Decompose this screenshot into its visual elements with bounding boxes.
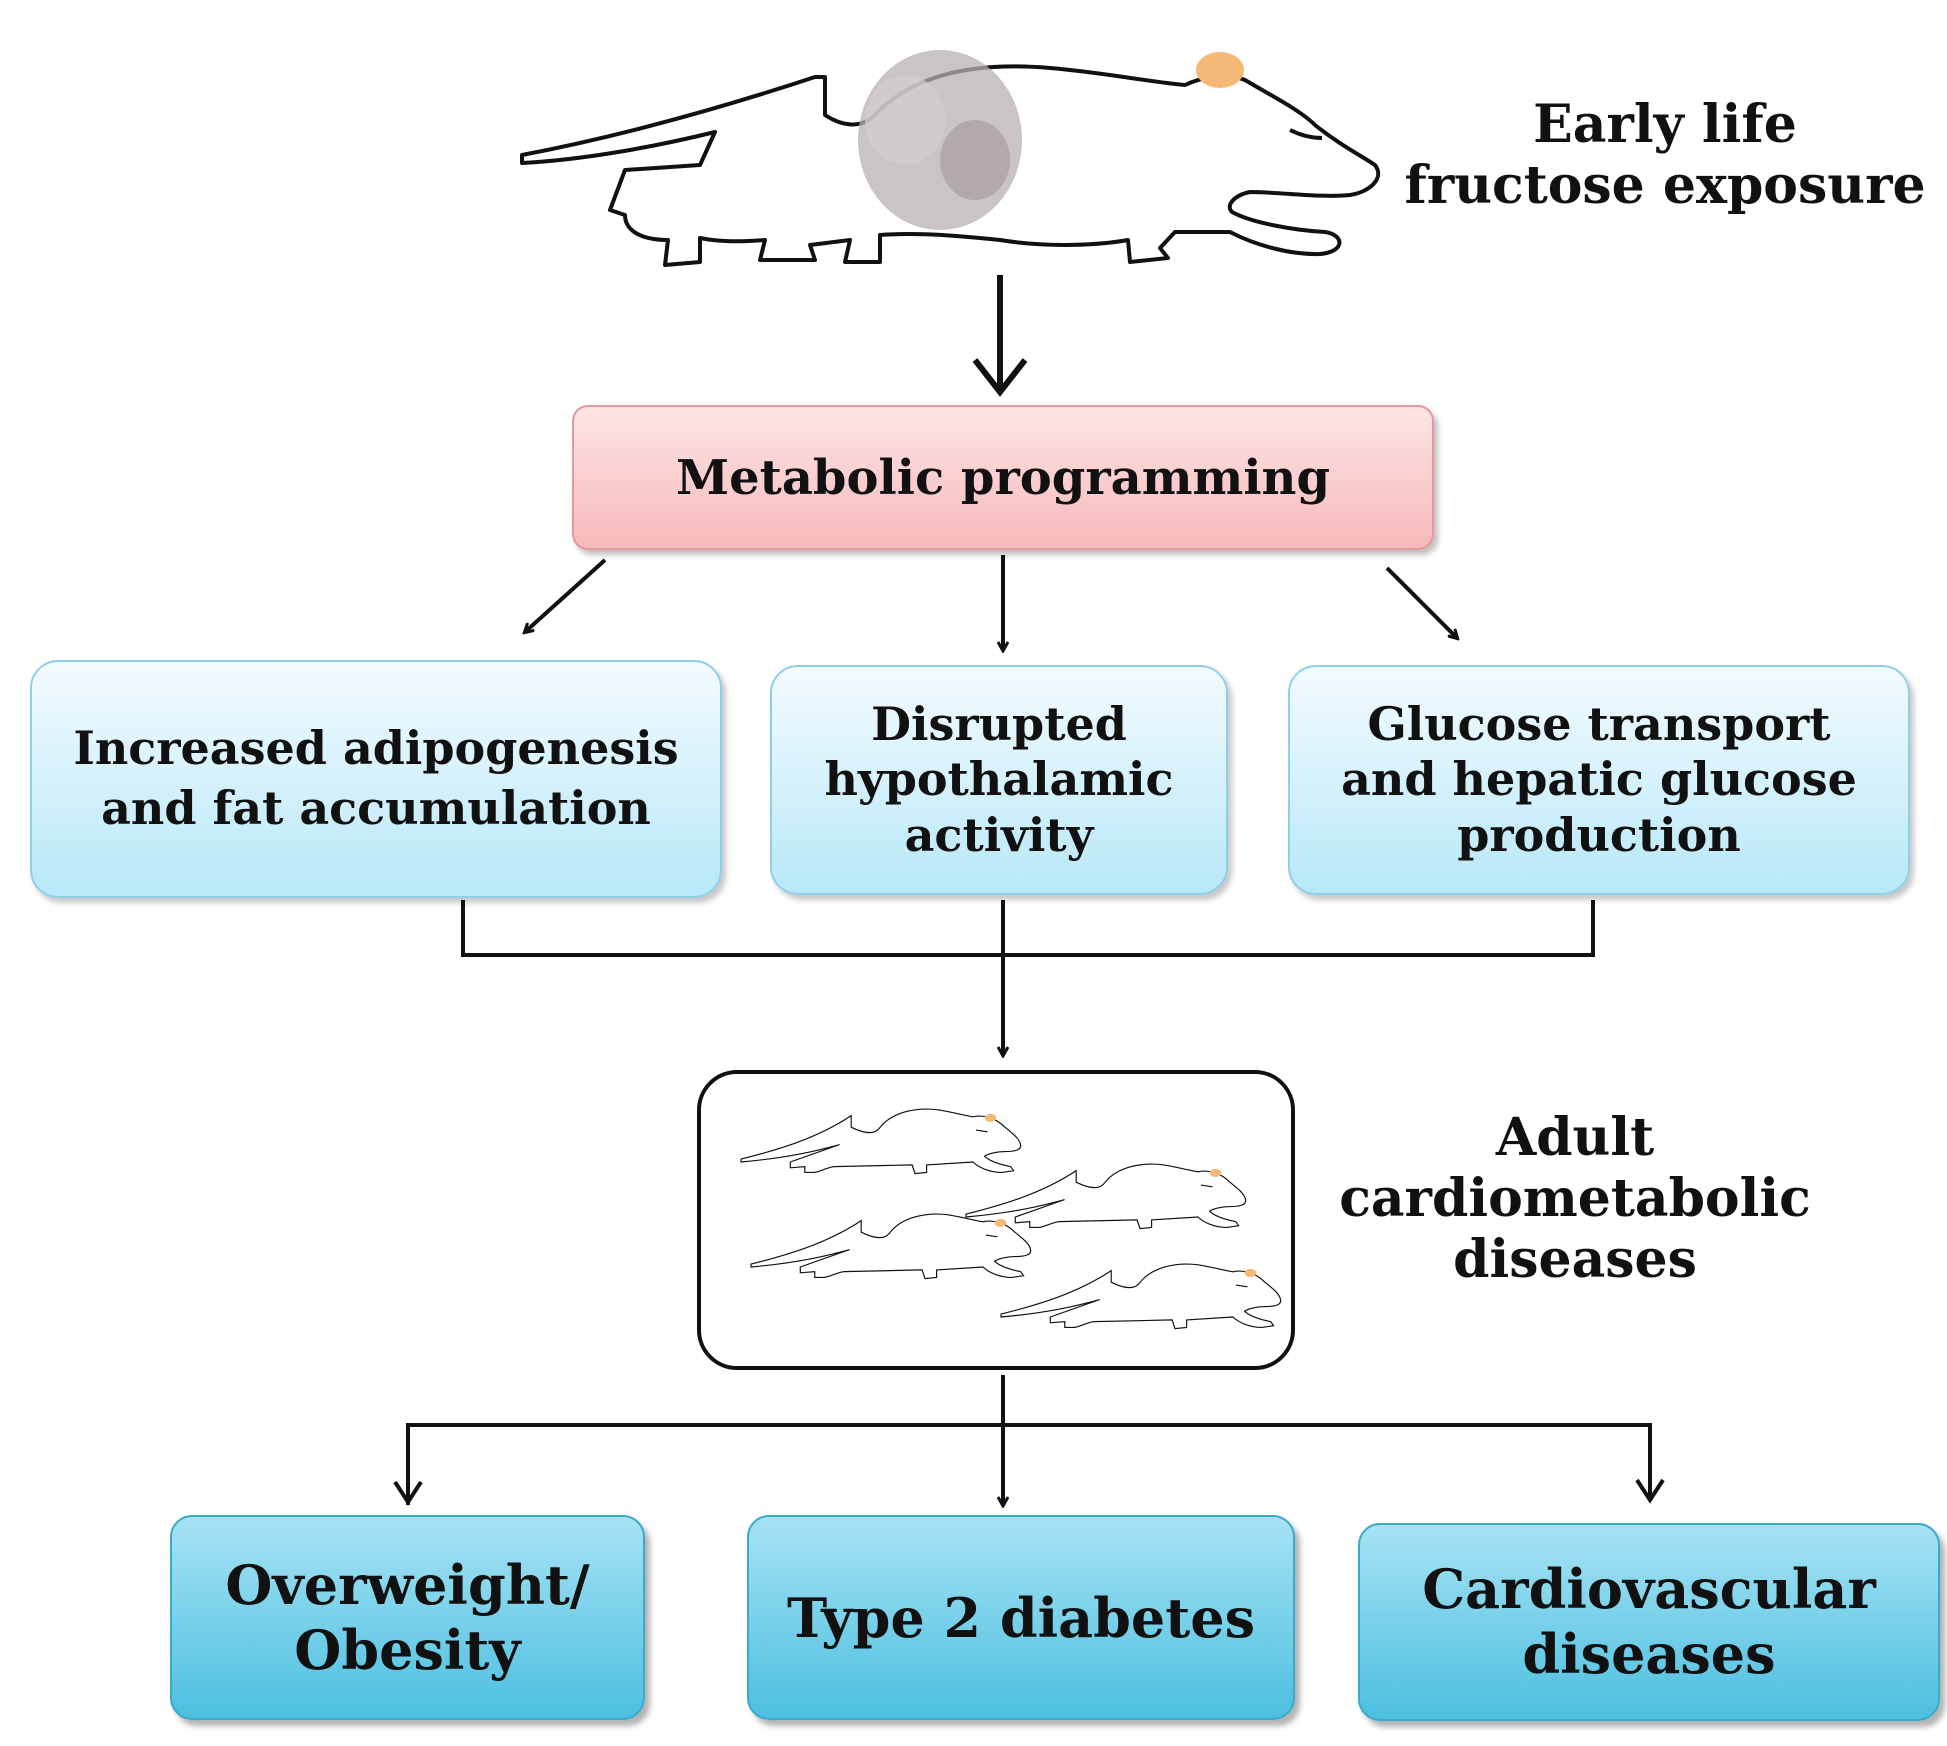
adult-rats-illustration [740, 1108, 1282, 1330]
outcome-box-diabetes: Type 2 diabetes [747, 1515, 1295, 1720]
adult-diseases-label: Adult cardiometabolic diseases [1339, 1107, 1811, 1290]
metabolic-programming-label: Metabolic programming [675, 449, 1331, 506]
arrow-to-mechanism-3 [1385, 566, 1457, 638]
metabolic-programming-box: Metabolic programming [572, 405, 1434, 550]
outcome-label-obesity: Overweight/ Obesity [225, 1552, 590, 1682]
arrow-to-mechanism-1 [525, 558, 607, 632]
outcome-box-cardiovascular: Cardiovascular diseases [1358, 1523, 1940, 1721]
exposure-label: Early life fructose exposure [1404, 94, 1926, 216]
mechanism-box-hypothalamic: Disrupted hypothalamic activity [770, 665, 1228, 895]
mechanism-box-adipogenesis: Increased adipogenesis and fat accumulat… [30, 660, 722, 898]
mechanism-label-adipogenesis: Increased adipogenesis and fat accumulat… [73, 721, 679, 835]
outcome-label-cardiovascular: Cardiovascular diseases [1422, 1557, 1876, 1686]
outcome-branch-line [406, 1423, 1652, 1505]
outcome-box-obesity: Overweight/ Obesity [170, 1515, 645, 1720]
mechanism-box-glucose: Glucose transport and hepatic glucose pr… [1288, 665, 1910, 895]
mechanism-label-hypothalamic: Disrupted hypothalamic activity [824, 697, 1174, 862]
mechanism-join-line [461, 900, 1595, 957]
mechanism-label-glucose: Glucose transport and hepatic glucose pr… [1341, 697, 1857, 862]
outcome-label-diabetes: Type 2 diabetes [787, 1585, 1255, 1650]
adult-rats-box [697, 1070, 1295, 1370]
